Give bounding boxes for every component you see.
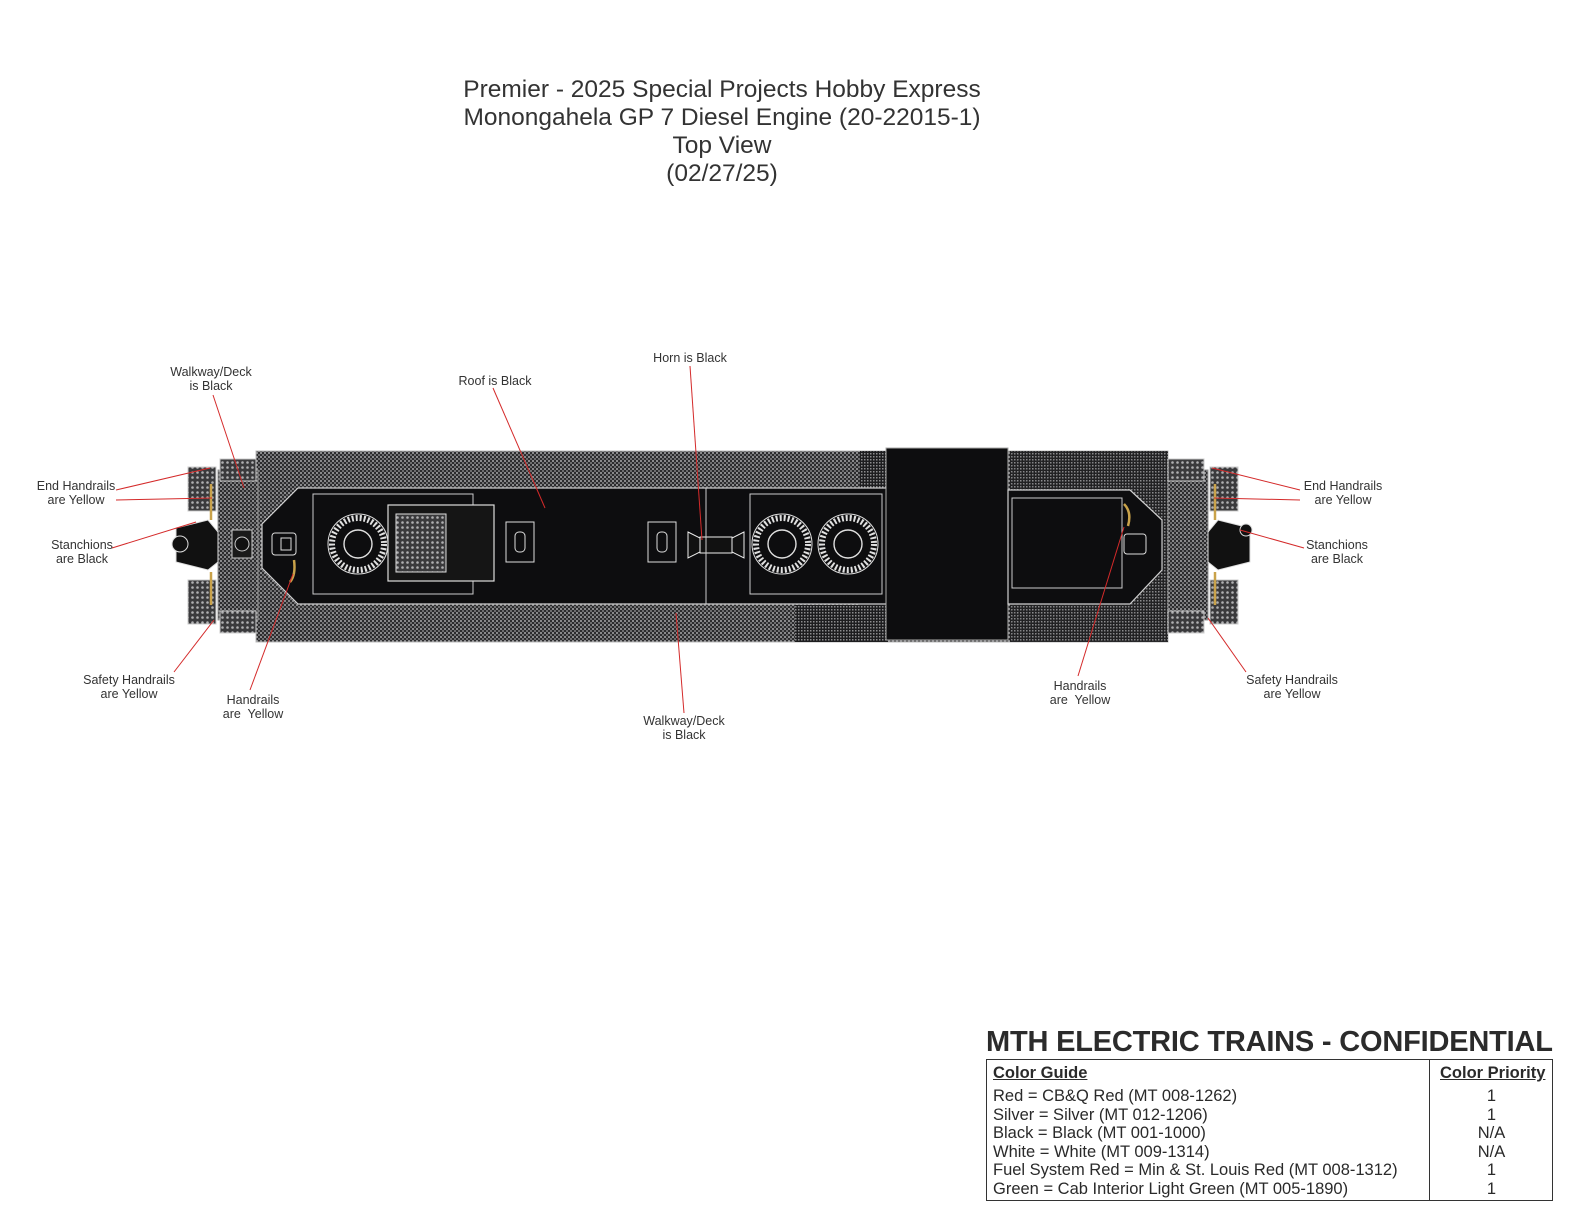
table-divider [1429, 1060, 1430, 1200]
drawing-title: Premier - 2025 Special Projects Hobby Ex… [0, 76, 1444, 188]
title-line-1: Premier - 2025 Special Projects Hobby Ex… [463, 76, 981, 103]
title-line-3: Top View [672, 132, 772, 159]
leader-lines [111, 365, 1305, 714]
color-priority-header: Color Priority [1440, 1064, 1546, 1082]
color-row: Black = Black (MT 001-1000) [993, 1124, 1206, 1142]
priority-cell: 1 [1486, 1161, 1497, 1179]
horn [687, 531, 745, 559]
cab-roof [885, 447, 1009, 641]
title-line-2: Monongahela GP 7 Diesel Engine (20-22015… [463, 104, 981, 131]
priority-cell: N/A [1477, 1124, 1506, 1142]
priority-cell: 1 [1486, 1087, 1497, 1105]
priority-cell: 1 [1486, 1105, 1497, 1124]
left-coupler [175, 519, 219, 571]
confidential-banner: MTH ELECTRIC TRAINS - CONFIDENTIAL [986, 1026, 1553, 1058]
color-row: Red = CB&Q Red (MT 008-1262) [993, 1087, 1238, 1105]
color-row: White = White (MT 009-1314) [993, 1142, 1210, 1161]
callout-horn: Horn is Black [653, 351, 727, 365]
fan-3 [817, 513, 879, 575]
color-row: Silver = Silver (MT 012-1206) [993, 1105, 1208, 1124]
title-line-4: (02/27/25) [666, 160, 778, 187]
right-end-platform [1167, 469, 1209, 621]
color-guide-table: Color Guide Color Priority Red = CB&Q Re… [986, 1059, 1553, 1201]
priority-cell: N/A [1477, 1142, 1506, 1161]
color-guide-header: Color Guide [993, 1064, 1088, 1082]
priority-cell: 1 [1486, 1179, 1497, 1198]
color-row: Fuel System Red = Min & St. Louis Red (M… [993, 1161, 1398, 1179]
right-coupler [1207, 519, 1251, 571]
callout-roof: Roof is Black [458, 374, 532, 388]
color-row: Green = Cab Interior Light Green (MT 005… [993, 1179, 1349, 1198]
short-hood [1007, 489, 1163, 605]
fan-2 [751, 513, 813, 575]
